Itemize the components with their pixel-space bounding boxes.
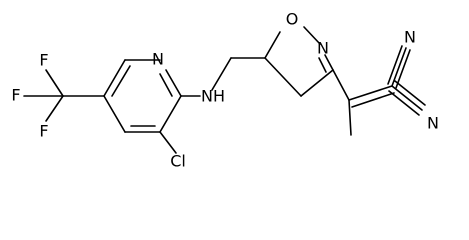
bond — [348, 99, 352, 136]
chlorine-label: Cl — [170, 152, 186, 171]
bond — [348, 85, 393, 101]
nitrile-nitrogen-top-label: N — [404, 28, 416, 47]
bond — [391, 85, 423, 111]
bond — [300, 69, 334, 97]
bond — [159, 95, 182, 133]
bond — [351, 92, 395, 108]
bond — [388, 90, 420, 116]
bond — [264, 31, 281, 59]
bond — [45, 95, 64, 122]
bond — [103, 59, 126, 97]
isoxazoline-oxygen-label: O — [286, 10, 299, 29]
bond — [264, 57, 302, 97]
pyridine-nitrogen-label: N — [152, 50, 164, 69]
chemical-structure: N NH O N N N Cl F F F — [11, 10, 439, 171]
bond — [332, 69, 350, 101]
amine-nitrogen-label: NH — [201, 87, 225, 106]
bond — [165, 69, 182, 97]
bond-skeleton — [23, 26, 426, 154]
bond — [387, 45, 403, 85]
bond — [159, 131, 177, 154]
bond — [395, 49, 411, 89]
isoxazoline-nitrogen-label: N — [317, 39, 329, 58]
bond — [324, 54, 334, 71]
bond — [303, 26, 321, 45]
fluorine-bottom-label: F — [39, 122, 48, 141]
fluorine-top-label: F — [39, 51, 48, 70]
bond — [159, 73, 173, 97]
bond — [103, 95, 126, 133]
nitrile-nitrogen-bottom-label: N — [427, 114, 439, 133]
atom-labels: N NH O N N N Cl F F F — [11, 10, 439, 171]
bond — [394, 80, 426, 106]
fluorine-left-label: F — [11, 86, 20, 105]
bond — [211, 57, 232, 91]
bond — [391, 47, 407, 87]
bond — [111, 65, 131, 97]
bond — [45, 69, 64, 97]
bond — [318, 57, 327, 73]
